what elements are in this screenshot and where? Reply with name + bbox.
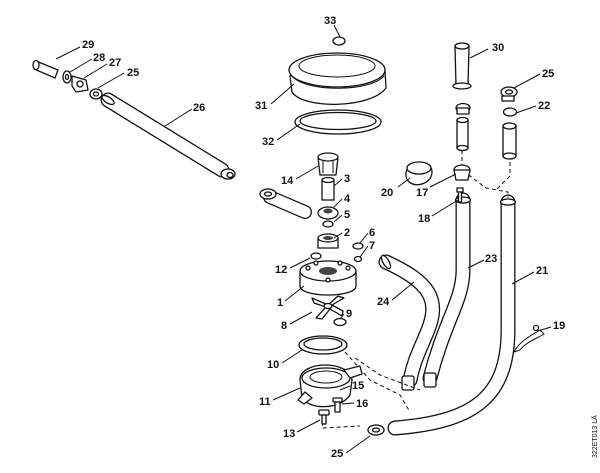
callout-33: 33 — [324, 15, 336, 27]
screw-13 — [318, 409, 330, 425]
callout-25-bottom: 25 — [331, 448, 343, 460]
callout-23: 23 — [485, 253, 497, 265]
callout-7: 7 — [369, 240, 375, 252]
hose-26-end-fitting — [220, 168, 236, 180]
callout-numbers: 29 28 27 25 26 33 31 32 14 3 4 5 2 6 7 1… — [82, 15, 565, 460]
gasket-32 — [294, 109, 382, 135]
callout-18: 18 — [418, 213, 430, 225]
knob-33 — [332, 36, 346, 46]
hose-piece-left — [259, 188, 312, 219]
filter-cover-31 — [288, 52, 387, 105]
callout-25-left: 25 — [127, 67, 139, 79]
callout-8: 8 — [281, 320, 287, 332]
callout-15: 15 — [352, 380, 364, 392]
callout-30: 30 — [492, 42, 504, 54]
fitting-29 — [32, 59, 59, 79]
hose-21 — [387, 194, 517, 436]
ring-9 — [333, 317, 347, 327]
pump-housing-1 — [299, 260, 357, 296]
callout-24: 24 — [377, 296, 390, 308]
callout-16: 16 — [356, 398, 368, 410]
hose-26 — [100, 92, 230, 178]
ring-5 — [322, 220, 334, 228]
callout-12: 12 — [275, 264, 287, 276]
bearing-4 — [317, 206, 339, 220]
screw-6-7 — [352, 242, 364, 263]
callout-2: 2 — [344, 227, 350, 239]
leader-lines — [55, 24, 552, 454]
callout-3: 3 — [344, 173, 350, 185]
pin-18 — [456, 187, 464, 203]
clip-25-left — [89, 88, 103, 100]
callout-9: 9 — [346, 308, 352, 320]
callout-31: 31 — [255, 100, 267, 112]
clip-upper-left — [455, 102, 471, 115]
clip-25-right — [500, 86, 518, 102]
callout-27: 27 — [109, 57, 121, 69]
reference-code: 322ET013 LÄ — [591, 415, 599, 458]
impeller-8 — [311, 295, 345, 320]
callout-29: 29 — [82, 39, 94, 51]
hose-tube-ends — [380, 196, 472, 391]
callout-22: 22 — [538, 100, 550, 112]
callout-14: 14 — [281, 175, 294, 187]
hose-24 — [378, 254, 441, 388]
callout-32: 32 — [262, 136, 274, 148]
connector-27 — [71, 75, 89, 93]
wire-clip-19 — [513, 324, 545, 353]
hose-23 — [422, 192, 471, 386]
washer-28 — [62, 70, 72, 84]
callout-21: 21 — [536, 265, 548, 277]
grommet-30 — [452, 42, 472, 90]
callout-1: 1 — [277, 297, 283, 309]
plug-20 — [405, 161, 433, 186]
plunger-3 — [321, 176, 335, 201]
bearing-12 — [310, 252, 322, 260]
callout-6: 6 — [369, 227, 375, 239]
clip-22 — [502, 107, 518, 117]
callout-10: 10 — [267, 359, 279, 371]
valve-17 — [453, 164, 471, 181]
callout-28: 28 — [93, 52, 105, 64]
bushing-2 — [317, 233, 339, 249]
callout-5: 5 — [344, 209, 350, 221]
callout-4: 4 — [344, 193, 351, 205]
callout-13: 13 — [283, 428, 295, 440]
callout-11: 11 — [259, 396, 271, 408]
callout-19: 19 — [553, 320, 565, 332]
gasket-10 — [298, 335, 348, 355]
cap-14 — [317, 152, 339, 176]
callout-25-right: 25 — [542, 68, 554, 80]
callout-20: 20 — [381, 187, 393, 199]
clip-25-bottom — [367, 424, 385, 436]
pump-base-11 — [297, 364, 363, 408]
callout-17: 17 — [416, 187, 428, 199]
sleeve-right — [502, 122, 517, 160]
sleeve-left — [456, 116, 469, 152]
screw-16 — [332, 397, 343, 413]
callout-26: 26 — [193, 102, 205, 114]
